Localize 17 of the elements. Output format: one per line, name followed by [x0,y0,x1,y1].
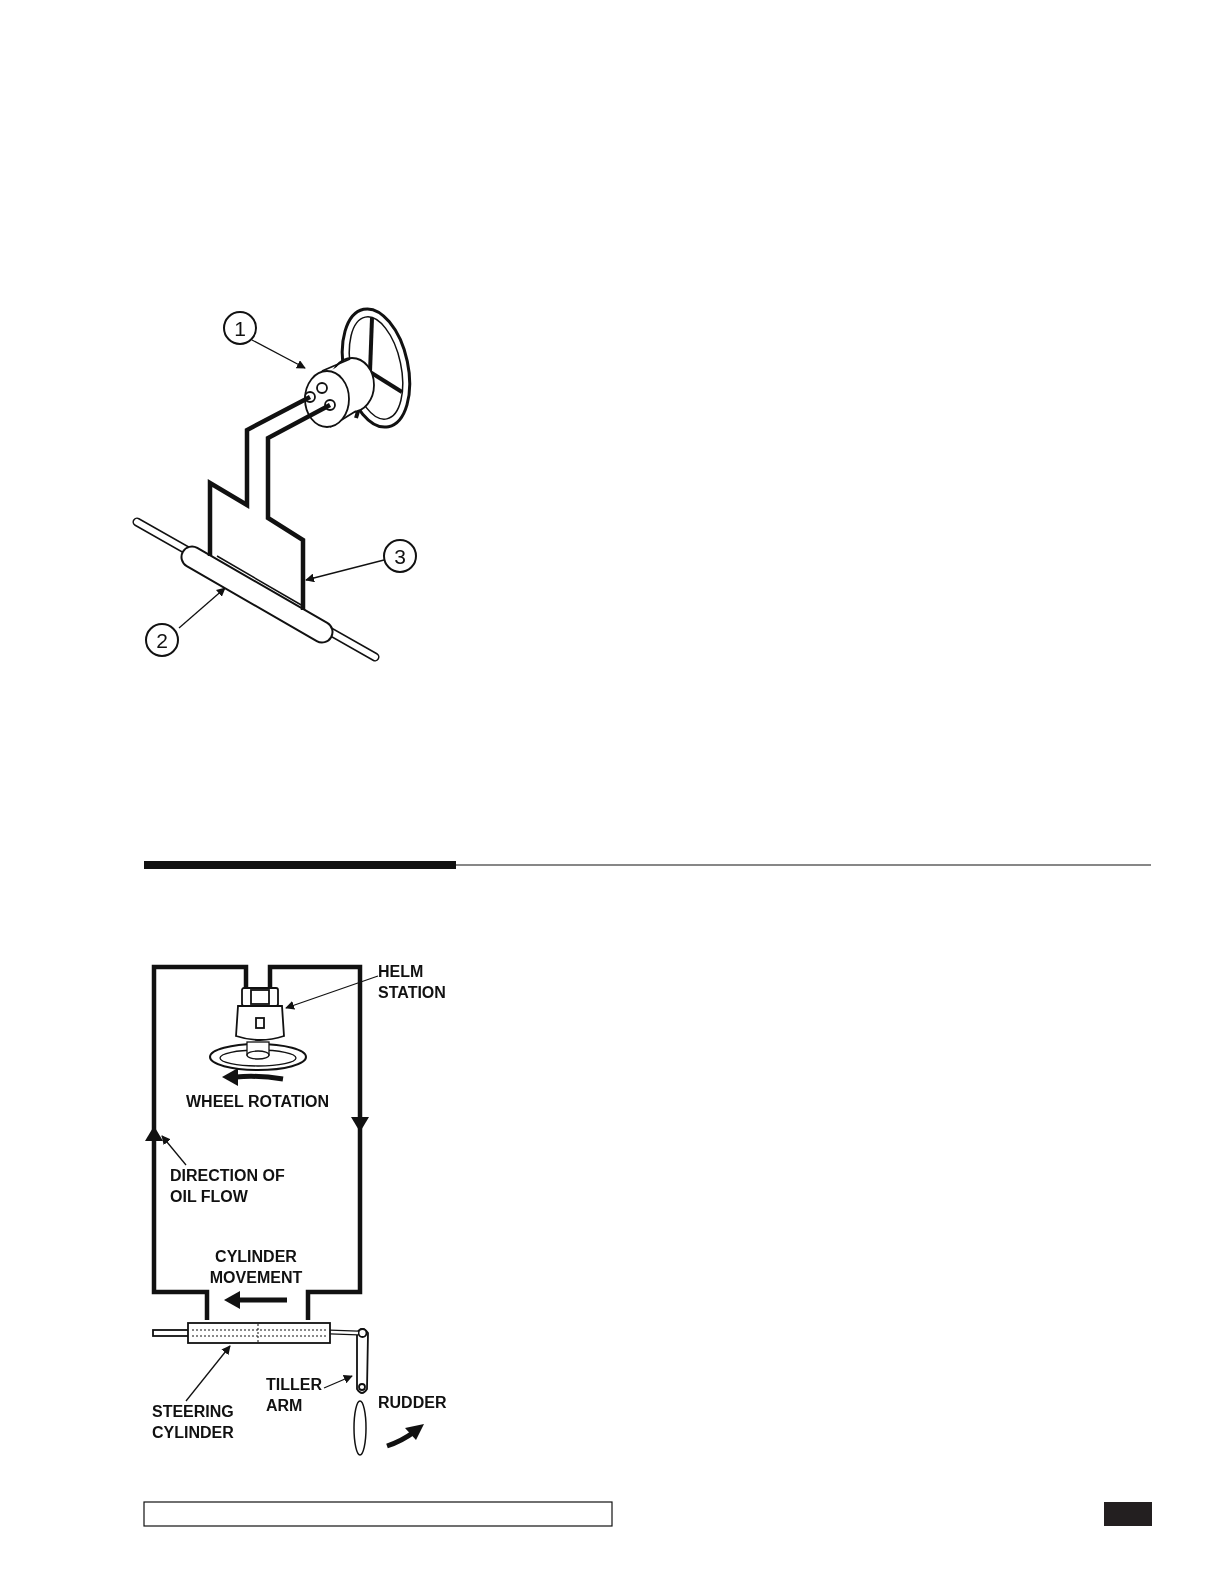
motion-label: CYLINDER MOVEMENT [208,1247,304,1288]
motion-label: WHEEL ROTATION [186,1092,331,1112]
part-label: TILLER ARM [266,1375,323,1416]
callout-number: 3 [383,539,417,573]
leader-line [305,559,385,583]
leader-line [285,975,379,1010]
part-label: STEERING CYLINDER [152,1402,235,1443]
leader-line [178,587,226,629]
motion-label: RUDDER [378,1393,448,1413]
part-label: DIRECTION OF OIL FLOW [170,1166,286,1207]
callout-number: 1 [223,311,257,345]
leader-line [161,1135,187,1166]
callout-number: 2 [145,623,179,657]
leader-line [185,1345,231,1402]
part-label: HELM STATION [378,962,447,1003]
leader-line [323,1375,353,1389]
leader-line [251,339,306,369]
